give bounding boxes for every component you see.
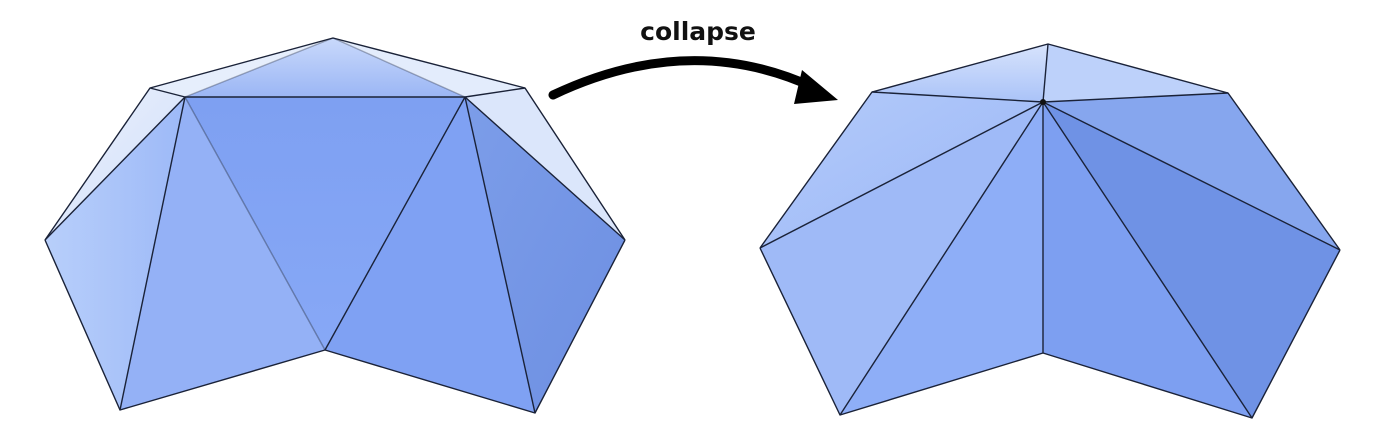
face-left-inner	[120, 97, 325, 410]
mesh-before	[44, 37, 626, 414]
face-after-left-outer	[760, 92, 1043, 248]
face-top-left	[185, 38, 465, 97]
face-center-top	[185, 97, 465, 350]
mesh-after	[759, 43, 1341, 419]
face-right-outer	[465, 97, 625, 413]
face-left-outer	[45, 97, 185, 410]
face-after-right-outer	[1043, 93, 1340, 250]
arrow-curve	[548, 56, 820, 100]
arrow-label: collapse	[640, 17, 756, 46]
face-after-right-lower	[1043, 102, 1340, 418]
face-pale-top-right	[333, 38, 525, 97]
collapsed-vertex	[1040, 99, 1046, 105]
arrow-head	[794, 70, 838, 104]
face-pale-top-left	[150, 38, 333, 97]
mesh-before-edges	[44, 37, 626, 414]
face-after-top-2	[1043, 44, 1228, 102]
mesh-after-edges	[759, 43, 1341, 419]
face-pale-left	[45, 88, 185, 240]
face-after-top-1	[872, 44, 1048, 102]
face-pale-right	[465, 88, 625, 240]
face-after-left-lower	[760, 102, 1043, 415]
collapse-arrow: collapse	[548, 17, 838, 104]
